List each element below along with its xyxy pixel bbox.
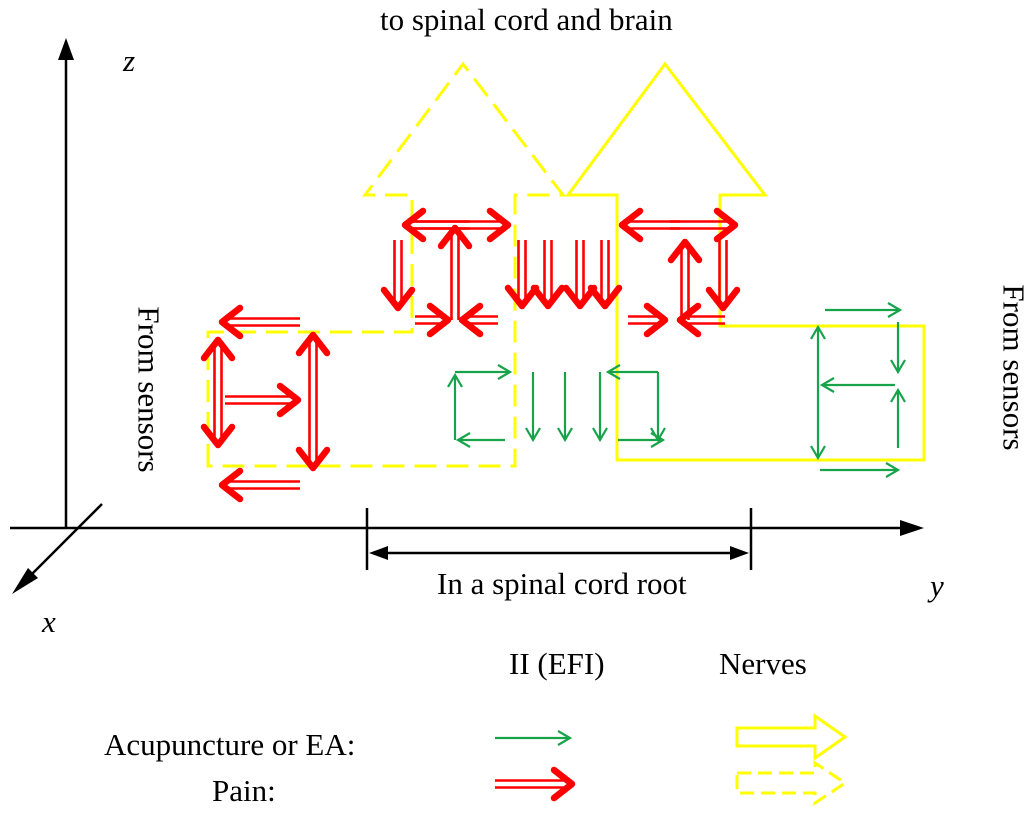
efi-arrows	[447, 302, 906, 478]
efi-arrow-far-right-up	[890, 387, 906, 448]
efi-arrow-right-down	[650, 372, 666, 443]
x-axis-arrowhead	[12, 568, 38, 594]
pain-arrow-left-down	[200, 400, 236, 449]
pain-arrow-right-mid-up	[667, 238, 703, 320]
legend-pain-arrow	[495, 766, 576, 802]
legend-acupuncture-label: Acupuncture or EA:	[104, 727, 356, 762]
legend-pain-label: Pain:	[212, 773, 276, 808]
pain-arrow-right-lower-left	[676, 302, 725, 338]
pain-arrow-column-1	[504, 240, 540, 310]
pain-arrow-vert-up	[295, 331, 331, 400]
pain-arrow-lower-left	[458, 302, 498, 338]
pain-arrow-right-top-left	[618, 207, 680, 243]
nerve-outlines	[206, 61, 926, 468]
legend-efi-arrow-mark	[495, 730, 573, 746]
efi-arrow-far-left-down	[810, 390, 826, 461]
efi-arrow-down-2	[557, 372, 573, 443]
pain-arrow-mid-up	[437, 224, 473, 320]
left-sensors-label: From sensors	[131, 306, 167, 473]
efi-arrow-top-right	[455, 364, 513, 380]
x-axis-label: x	[42, 604, 56, 639]
legend-graphics	[495, 713, 848, 806]
efi-arrow-far-top-right	[825, 302, 903, 318]
legend-nerves-header: Nerves	[719, 646, 807, 681]
legend-efi-header: II (EFI)	[509, 646, 605, 681]
efi-arrow-down-1	[525, 372, 541, 443]
pain-arrows	[200, 207, 741, 503]
bracket-left-arrowhead	[369, 546, 388, 560]
efi-arrow-left-up	[447, 372, 463, 440]
pain-arrow-center-right	[225, 382, 302, 418]
pain-arrow-column-4	[587, 240, 623, 310]
pain-arrow-left-up	[200, 336, 236, 400]
coordinate-axes	[10, 38, 924, 594]
pain-arrow-right-top-right	[670, 207, 739, 243]
right-sensors-label: From sensors	[996, 284, 1024, 451]
bracket-right-arrowhead	[730, 546, 749, 560]
legend-efi-arrow	[495, 730, 573, 746]
efi-arrow-far-mid-left	[819, 377, 895, 393]
pain-arrow-column-3	[562, 240, 598, 310]
pain-arrow-bottom-left	[218, 467, 300, 503]
efi-arrow-far-bottom-right	[820, 462, 901, 478]
efi-arrow-down-3	[592, 372, 608, 443]
pain-arrow-right-stem-down	[705, 240, 741, 312]
dashed-nerve-outline	[206, 61, 567, 468]
legend-pain-arrow-mark	[495, 766, 576, 802]
y-axis-label: y	[930, 568, 944, 603]
efi-arrow-bottom-left	[455, 432, 505, 448]
pain-arrow-column-2	[530, 240, 566, 310]
y-axis-arrowhead	[900, 520, 924, 536]
z-axis-label: z	[123, 43, 136, 78]
efi-arrow-bottom-right-2	[618, 432, 666, 448]
spinal-root-bracket	[365, 508, 753, 570]
pain-arrow-vert-down	[295, 400, 331, 472]
pain-arrow-lower-right	[415, 302, 452, 338]
pain-arrow-right-lower-right	[628, 302, 669, 338]
pain-arrow-top-left	[218, 304, 300, 340]
z-axis-arrowhead	[58, 38, 74, 60]
x-axis-line	[21, 503, 103, 585]
solid-nerve-outline	[565, 61, 926, 462]
legend-dashed-nerve-arrow	[735, 760, 848, 806]
pain-arrow-upper-left	[401, 207, 470, 243]
spinal-root-caption: In a spinal cord root	[437, 566, 687, 601]
efi-arrow-far-right-down	[890, 322, 906, 375]
top-caption: to spinal cord and brain	[380, 2, 673, 37]
efi-arrow-top-left-2	[605, 364, 658, 380]
efi-arrow-far-left-up	[810, 324, 826, 390]
pain-arrow-stem-down-left	[380, 240, 416, 312]
legend-solid-nerve-arrow	[735, 713, 848, 761]
